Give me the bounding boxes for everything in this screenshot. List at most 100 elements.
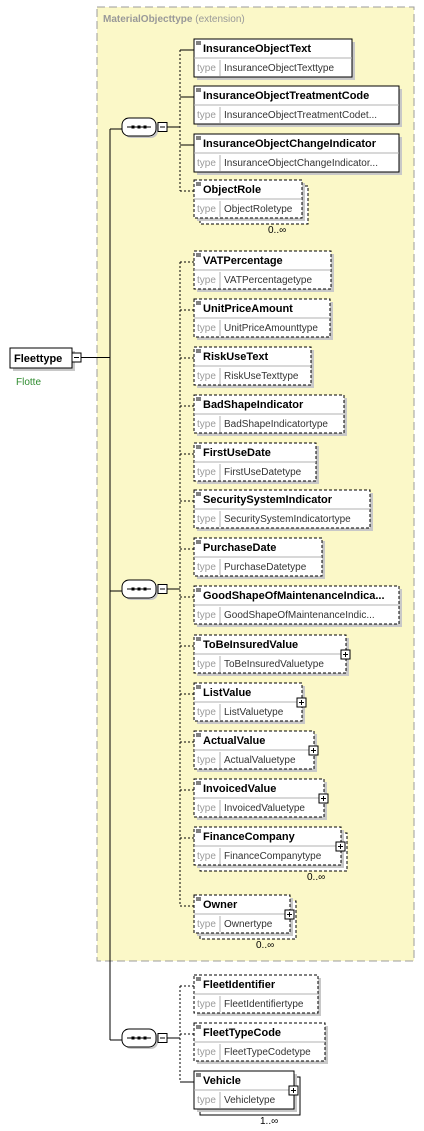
type-keyword: type	[197, 610, 216, 621]
multiplicity-label: 0..∞	[256, 940, 274, 951]
element-type: FleetTypeCodetype	[224, 1047, 311, 1058]
sequence-collapse-toggle[interactable]	[157, 1033, 168, 1043]
element-type: UnitPriceAmounttype	[224, 323, 318, 334]
sequence-compositor[interactable]	[121, 1028, 158, 1049]
element-name: SecuritySystemIndicator	[203, 494, 333, 506]
element-name: InsuranceObjectTreatmentCode	[203, 90, 369, 102]
sequence-compositor[interactable]	[121, 117, 158, 138]
type-keyword: type	[197, 275, 216, 286]
element-type: Ownertype	[224, 919, 273, 930]
element-name: VATPercentage	[203, 255, 283, 267]
expand-toggle[interactable]	[308, 745, 319, 756]
schema-element[interactable]: GoodShapeOfMaintenanceIndica... type GoodS…	[193, 585, 402, 627]
element-type: RiskUseTexttype	[224, 371, 299, 382]
multiplicity-label: 0..∞	[307, 872, 325, 883]
type-keyword: type	[197, 755, 216, 766]
element-name: RiskUseText	[203, 351, 269, 363]
element-name: ObjectRole	[203, 184, 261, 196]
expand-toggle[interactable]	[284, 909, 295, 920]
element-name: Vehicle	[203, 1075, 241, 1087]
multiplicity-label: 0..∞	[268, 225, 286, 236]
type-keyword: type	[197, 323, 216, 334]
type-keyword: type	[197, 999, 216, 1010]
element-type: InvoicedValuetype	[224, 803, 305, 814]
root-annotation: Flotte	[16, 377, 41, 388]
sequence-collapse-toggle[interactable]	[157, 122, 168, 132]
element-type: InsuranceObjectTexttype	[224, 63, 334, 74]
element-name: ToBeInsuredValue	[203, 639, 298, 651]
sequence-collapse-toggle[interactable]	[157, 584, 168, 594]
element-type: GoodShapeOfMaintenanceIndic...	[224, 610, 375, 621]
element-type: FinanceCompanytype	[224, 851, 322, 862]
element-type: InsuranceObjectChangeIndicator...	[224, 158, 378, 169]
type-keyword: type	[197, 919, 216, 930]
element-name: BadShapeIndicator	[203, 399, 304, 411]
type-keyword: type	[197, 110, 216, 121]
element-type: Vehicletype	[224, 1095, 276, 1106]
element-type: VATPercentagetype	[224, 275, 312, 286]
expand-toggle[interactable]	[318, 793, 329, 804]
type-keyword: type	[197, 467, 216, 478]
expand-toggle[interactable]	[335, 841, 346, 852]
type-keyword: type	[197, 562, 216, 573]
element-type: PurchaseDatetype	[224, 562, 307, 573]
root-collapse-toggle[interactable]	[71, 352, 82, 363]
element-name: UnitPriceAmount	[203, 303, 293, 315]
type-keyword: type	[197, 419, 216, 430]
sequence-layer	[121, 49, 194, 1083]
root-element[interactable]: Fleettype	[9, 347, 75, 371]
element-name: FinanceCompany	[203, 831, 296, 843]
element-name: FleetIdentifier	[203, 979, 276, 991]
element-name: FirstUseDate	[203, 447, 271, 459]
expand-toggle[interactable]	[340, 649, 351, 660]
type-keyword: type	[197, 659, 216, 670]
element-type: ObjectRoletype	[224, 204, 293, 215]
type-keyword: type	[197, 1095, 216, 1106]
type-keyword: type	[197, 707, 216, 718]
element-name: GoodShapeOfMaintenanceIndica...	[203, 590, 385, 602]
expand-toggle[interactable]	[288, 1085, 299, 1096]
element-name: InvoicedValue	[203, 783, 276, 795]
type-keyword: type	[197, 63, 216, 74]
element-type: ActualValuetype	[224, 755, 296, 766]
type-keyword: type	[197, 514, 216, 525]
type-keyword: type	[197, 158, 216, 169]
element-name: ListValue	[203, 687, 251, 699]
element-name: InsuranceObjectText	[203, 43, 311, 55]
type-keyword: type	[197, 803, 216, 814]
root-element-name: Fleettype	[14, 353, 62, 365]
element-type: FleetIdentifiertype	[224, 999, 304, 1010]
type-keyword: type	[197, 1047, 216, 1058]
element-type: ListValuetype	[224, 707, 284, 718]
multiplicity-label: 1..∞	[260, 1116, 278, 1127]
expand-toggle[interactable]	[296, 697, 307, 708]
type-keyword: type	[197, 371, 216, 382]
extension-title: MaterialObjecttype (extension)	[103, 14, 245, 25]
sequence-compositor[interactable]	[121, 579, 158, 600]
element-type: SecuritySystemIndicatortype	[224, 514, 351, 525]
element-name: Owner	[203, 899, 238, 911]
element-name: FleetTypeCode	[203, 1027, 281, 1039]
